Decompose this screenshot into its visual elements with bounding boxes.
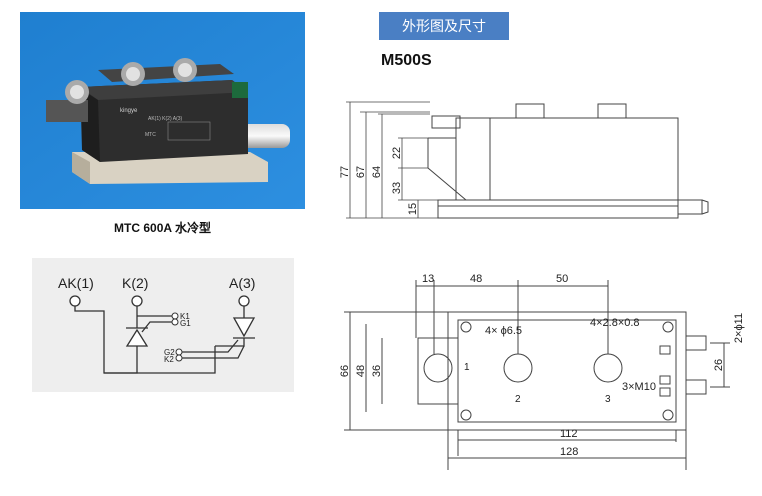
dim-side-33: 33 xyxy=(391,182,403,194)
terminal-label-k2: K(2) xyxy=(122,275,148,291)
dim-top-48: 48 xyxy=(470,273,482,285)
pipe-spec: 2×ϕ11 xyxy=(733,313,745,343)
svg-text:kingye: kingye xyxy=(120,108,138,114)
side-view-drawing: 77 67 64 22 33 15 xyxy=(330,88,730,240)
screw-spec: 3×M10 xyxy=(622,381,656,393)
svg-text:MTC: MTC xyxy=(145,132,156,138)
circuit-schematic: AK(1) K(2) A(3) xyxy=(32,258,294,392)
dim-top-50: 50 xyxy=(556,273,568,285)
dim-top-13: 13 xyxy=(422,273,434,285)
top-view-drawing: 13 48 50 66 48 36 112 128 26 4× ϕ6.5 4×2… xyxy=(330,260,760,490)
svg-text:AK(1) K(2) A(3): AK(1) K(2) A(3) xyxy=(148,116,183,122)
dim-side-15: 15 xyxy=(407,203,419,215)
model-name: M500S xyxy=(381,52,432,69)
photo-caption: MTC 600A 水冷型 xyxy=(114,221,211,235)
dim-top-26: 26 xyxy=(713,359,725,371)
dim-side-67: 67 xyxy=(355,166,367,178)
dim-side-77: 77 xyxy=(339,166,351,178)
dim-side-22: 22 xyxy=(391,147,403,159)
pin-label-k1: K1 xyxy=(180,312,190,321)
pin-number-1: 1 xyxy=(464,362,470,373)
hole-spec: 4× ϕ6.5 xyxy=(485,325,522,337)
section-title: 外形图及尺寸 xyxy=(379,12,509,40)
dim-top-128: 128 xyxy=(560,446,578,458)
product-photo: AK(1) K(2) A(3) kingye MTC xyxy=(20,12,305,209)
pin-label-g2: G2 xyxy=(164,348,175,357)
tab-spec: 4×2.8×0.8 xyxy=(590,317,640,329)
pin-label-g1: G1 xyxy=(180,319,191,328)
pin-label-k2: K2 xyxy=(164,355,174,364)
pin-number-3: 3 xyxy=(605,394,611,405)
dim-top-66: 66 xyxy=(339,365,351,377)
pin-number-2: 2 xyxy=(515,394,521,405)
dim-side-64: 64 xyxy=(371,166,383,178)
dim-top-112: 112 xyxy=(560,428,578,440)
dim-top-48v: 48 xyxy=(355,365,367,377)
dim-top-36: 36 xyxy=(371,365,383,377)
terminal-label-ak1: AK(1) xyxy=(58,275,94,291)
terminal-label-a3: A(3) xyxy=(229,275,255,291)
